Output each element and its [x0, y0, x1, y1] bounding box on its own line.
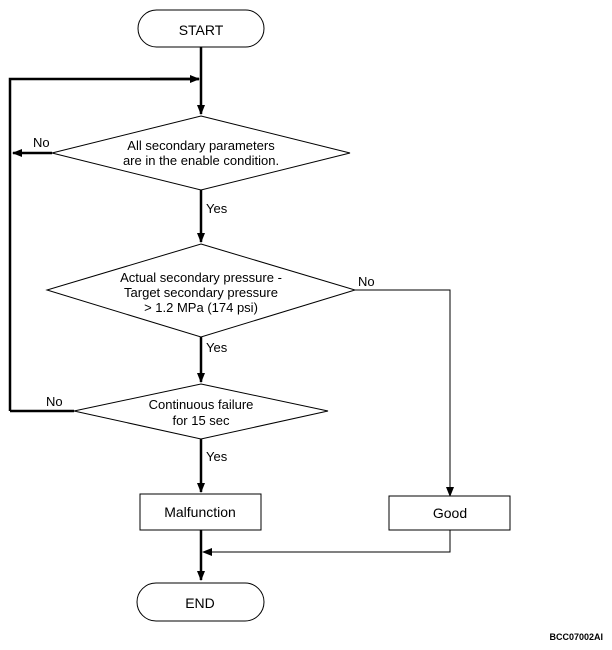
decision3-no-label: No	[46, 394, 63, 409]
decision1-yes-label: Yes	[206, 201, 228, 216]
loop-back-line	[8, 77, 199, 411]
end-label: END	[185, 595, 215, 611]
decision-secondary-parameters: All secondary parameters are in the enab…	[51, 115, 351, 191]
decision2-line2: Target secondary pressure	[124, 285, 278, 300]
decision2-line3: > 1.2 MPa (174 psi)	[144, 300, 258, 315]
decision1-no-label: No	[33, 135, 50, 150]
decision2-line1: Actual secondary pressure -	[120, 270, 282, 285]
decision3-line2: for 15 sec	[172, 413, 230, 428]
arrow-good-to-end	[202, 530, 451, 556]
decision1-line2: are in the enable condition.	[123, 153, 279, 168]
end-terminal: END	[136, 582, 265, 622]
good-label: Good	[433, 505, 467, 521]
decision2-yes-label: Yes	[206, 340, 228, 355]
decision1-line1: All secondary parameters	[127, 138, 275, 153]
start-label: START	[179, 22, 224, 38]
start-terminal: START	[137, 9, 265, 48]
decision-continuous-failure: Continuous failure for 15 sec	[73, 383, 329, 440]
decision-secondary-pressure: Actual secondary pressure - Target secon…	[45, 243, 357, 338]
decision2-no-label: No	[358, 274, 375, 289]
malfunction-box: Malfunction	[139, 493, 262, 531]
good-box: Good	[388, 495, 511, 531]
malfunction-label: Malfunction	[164, 504, 236, 520]
arrow-decision2-no	[355, 289, 454, 497]
decision3-yes-label: Yes	[206, 449, 228, 464]
figure-code: BCC07002AI	[549, 632, 603, 642]
decision3-line1: Continuous failure	[149, 397, 254, 412]
